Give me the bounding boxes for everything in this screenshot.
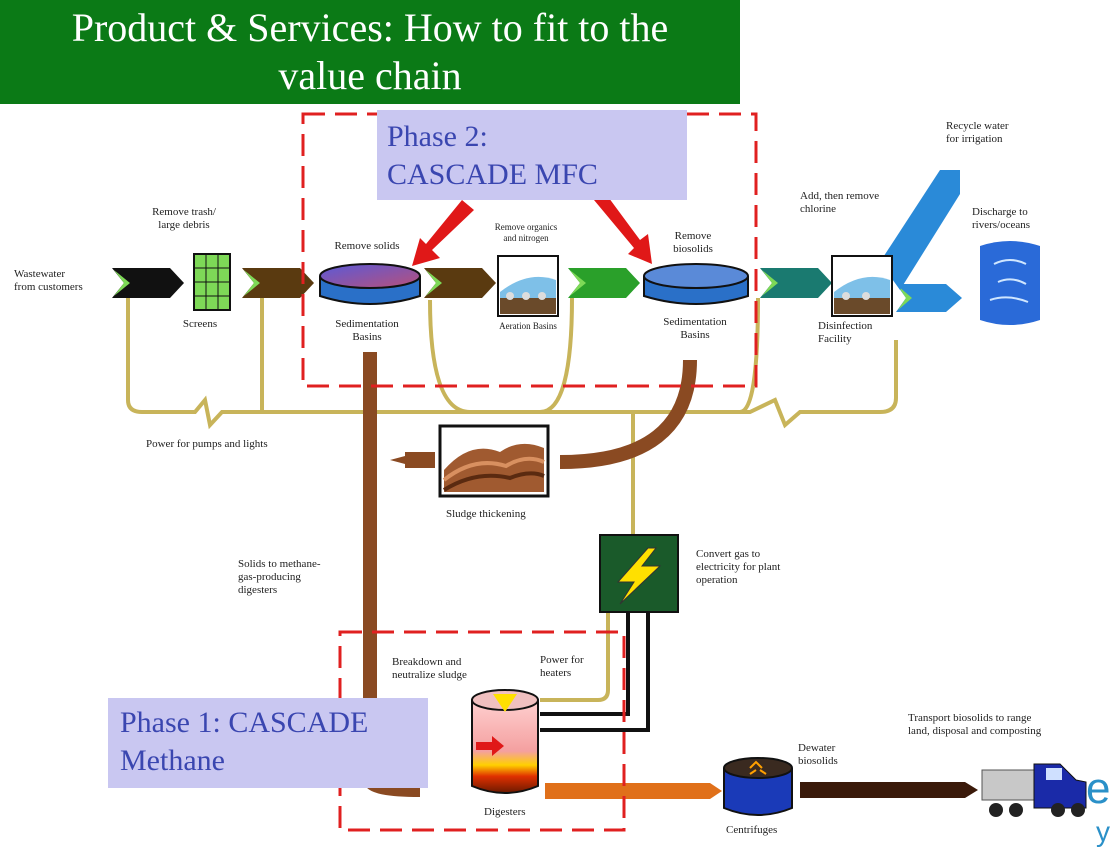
truck-icon bbox=[981, 763, 1087, 817]
label-screens: Screens bbox=[182, 318, 218, 330]
corner-logo-letter-y: y bbox=[1096, 816, 1110, 847]
label-aeration-basins: Aeration Basins bbox=[499, 321, 557, 331]
sludge-return-bar bbox=[405, 452, 435, 468]
river-ocean-icon bbox=[980, 241, 1040, 325]
label-power-pumps: Power for pumps and lights bbox=[146, 438, 268, 450]
sedimentation-basin-2-icon bbox=[643, 263, 749, 305]
label-sed-basins-1: Sedimentation Basins bbox=[335, 318, 399, 343]
digester-icon bbox=[471, 689, 539, 794]
label-add-remove-chlorine: Add, then remove chlorine bbox=[800, 190, 880, 215]
slide-title: Product & Services: How to fit to the va… bbox=[0, 0, 740, 104]
phase2-arrows bbox=[412, 194, 652, 266]
label-power-heaters: Power for heaters bbox=[540, 654, 584, 679]
phase1-callout: Phase 1: CASCADE Methane bbox=[108, 698, 428, 788]
label-remove-biosolids: Remove biosolids bbox=[673, 230, 713, 255]
label-remove-trash: Remove trash/ large debris bbox=[152, 206, 216, 231]
label-remove-organics: Remove organics and nitrogen bbox=[494, 222, 558, 243]
corner-logo-letter-e: e bbox=[1086, 764, 1111, 813]
flow-chevrons bbox=[112, 268, 962, 312]
label-wastewater: Wastewater from customers bbox=[14, 268, 83, 293]
label-transport: Transport biosolids to range land, dispo… bbox=[908, 712, 1042, 737]
power-lines bbox=[126, 297, 898, 702]
label-disinfection: Disinfection Facility bbox=[818, 320, 873, 345]
generator-wires bbox=[540, 612, 650, 732]
phase2-line-1: Phase 2: bbox=[387, 120, 488, 153]
label-sludge-thickening: Sludge thickening bbox=[446, 508, 526, 520]
label-recycle-water: Recycle water for irrigation bbox=[946, 120, 1009, 145]
title-line-2: value chain bbox=[278, 53, 462, 98]
phase2-callout: Phase 2: CASCADE MFC bbox=[377, 110, 687, 200]
label-solids-to-methane: Solids to methane- gas-producing digeste… bbox=[238, 558, 321, 596]
screens-icon bbox=[193, 253, 231, 311]
sludge-thickening-icon bbox=[438, 424, 550, 498]
generator-icon bbox=[599, 534, 679, 613]
label-sed-basins-2: Sedimentation Basins bbox=[663, 316, 727, 341]
recycle-water-arrow bbox=[880, 170, 960, 290]
disinfection-facility-icon bbox=[831, 255, 893, 317]
label-convert-gas: Convert gas to electricity for plant ope… bbox=[696, 548, 781, 586]
phase2-line-2: CASCADE MFC bbox=[387, 158, 598, 191]
label-dewater: Dewater biosolids bbox=[798, 742, 838, 767]
label-breakdown: Breakdown and neutralize sludge bbox=[392, 656, 467, 681]
label-remove-solids: Remove solids bbox=[334, 240, 400, 252]
sedimentation-basin-1-icon bbox=[319, 263, 421, 305]
label-digesters: Digesters bbox=[484, 806, 526, 818]
title-line-1: Product & Services: How to fit to the bbox=[71, 5, 669, 50]
digester-outflow-arrow bbox=[545, 783, 722, 799]
label-centrifuges: Centrifuges bbox=[726, 824, 778, 836]
phase1-line-1: Phase 1: CASCADE bbox=[120, 706, 369, 739]
aeration-basin-icon bbox=[497, 255, 559, 317]
centrifuge-icon bbox=[723, 757, 793, 816]
truck-arrow bbox=[800, 782, 978, 798]
phase1-line-2: Methane bbox=[120, 744, 225, 777]
label-discharge: Discharge to rivers/oceans bbox=[972, 206, 1031, 231]
